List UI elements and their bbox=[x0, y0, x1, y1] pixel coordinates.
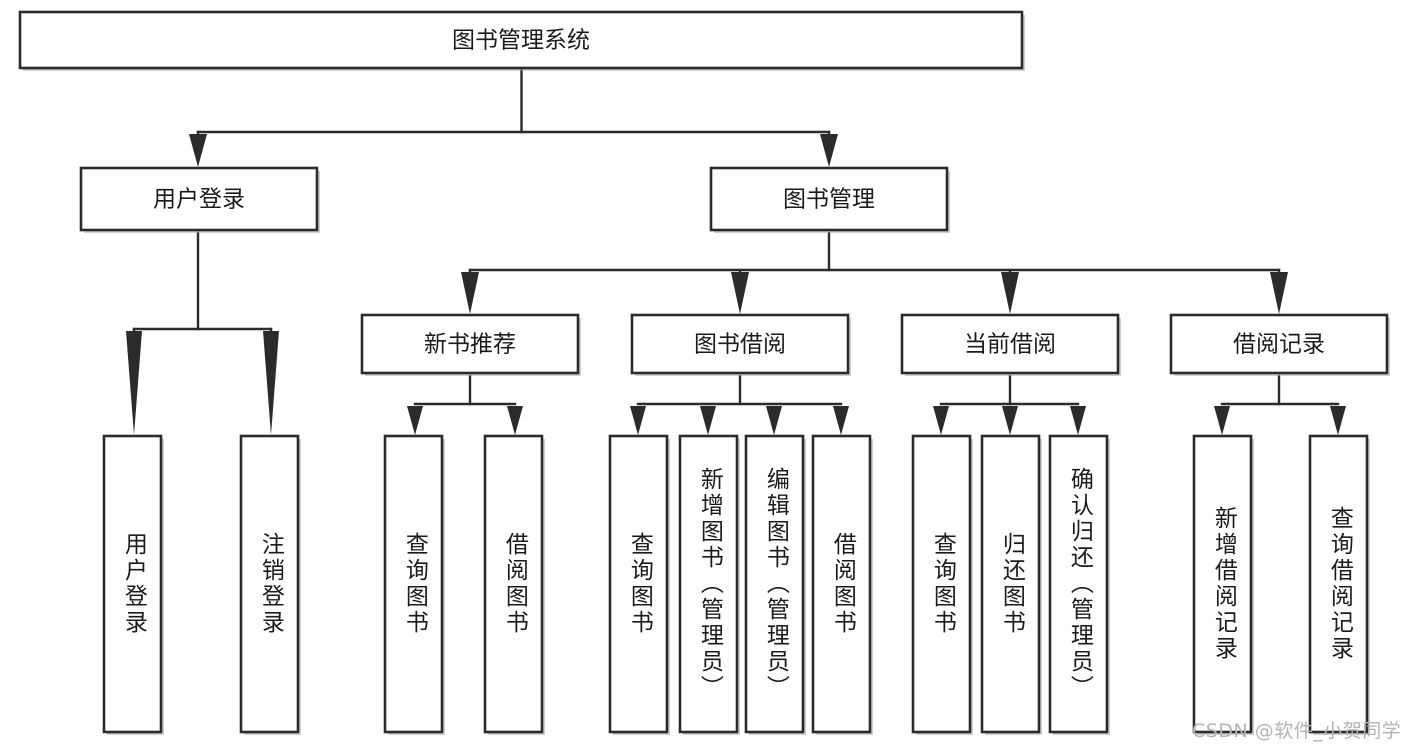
node-book-manage-box bbox=[709, 166, 949, 232]
arrow-to-user-login bbox=[189, 134, 207, 167]
node-current-borrow[interactable]: 当前借阅 bbox=[900, 313, 1121, 376]
node-borrow-record-box bbox=[1169, 313, 1389, 375]
arrow-to-leaf-bookborrow-3 bbox=[833, 406, 849, 435]
node-book-manage[interactable]: 图书管理 bbox=[709, 166, 950, 233]
node-book-borrow-label: 图书借阅 bbox=[694, 332, 786, 358]
node-new-book-recommend-label: 新书推荐 bbox=[424, 332, 516, 358]
leaf-currentborrow-2[interactable] bbox=[1048, 434, 1110, 735]
leaf-borrowrecord-0[interactable] bbox=[1192, 434, 1254, 735]
arrow-to-book-borrow bbox=[731, 272, 749, 314]
leaf-bookborrow-0-box bbox=[608, 434, 669, 734]
arrow-to-leaf-currentborrow-0 bbox=[933, 406, 949, 435]
node-book-manage-label: 图书管理 bbox=[783, 187, 875, 213]
arrow-to-leaf-bookborrow-2 bbox=[766, 406, 782, 435]
connector-group bbox=[126, 68, 1346, 435]
leaf-borrowrecord-0-box bbox=[1192, 434, 1253, 734]
leaf-currentborrow-2-box bbox=[1048, 434, 1109, 734]
arrow-to-leaf-bookborrow-0 bbox=[630, 406, 646, 435]
leaf-currentborrow-1-box bbox=[980, 434, 1041, 734]
arrow-to-new-book-recommend bbox=[461, 272, 479, 314]
leaf-currentborrow-0-box bbox=[911, 434, 972, 734]
leaf-bookborrow-2-box bbox=[744, 434, 805, 734]
leaf-newbook-1[interactable] bbox=[483, 434, 545, 735]
arrow-to-leaf-currentborrow-2 bbox=[1070, 406, 1086, 435]
node-root[interactable]: 图书管理系统 bbox=[18, 10, 1025, 71]
node-user-login-box bbox=[79, 166, 319, 232]
arrow-to-leaf-bookborrow-1 bbox=[700, 406, 716, 435]
arrow-to-book-manage bbox=[820, 134, 838, 167]
leaf-user-login-1-box bbox=[239, 434, 300, 734]
leaf-currentborrow-0[interactable] bbox=[911, 434, 973, 735]
node-book-borrow[interactable]: 图书借阅 bbox=[630, 313, 851, 376]
node-root-box bbox=[18, 10, 1024, 70]
leaf-borrowrecord-1-box bbox=[1308, 434, 1369, 734]
arrow-to-leaf-user-login-0 bbox=[126, 331, 142, 435]
arrow-to-leaf-borrowrecord-1 bbox=[1330, 406, 1346, 435]
leaf-bookborrow-0[interactable] bbox=[608, 434, 670, 735]
csdn-watermark: CSDN @软件_小贺同学 bbox=[1192, 720, 1402, 742]
arrow-to-leaf-borrowrecord-0 bbox=[1214, 406, 1230, 435]
leaf-bookborrow-1[interactable] bbox=[678, 434, 740, 735]
node-user-login-label: 用户登录 bbox=[153, 187, 245, 213]
arrow-to-leaf-currentborrow-1 bbox=[1002, 406, 1018, 435]
leaf-user-login-1[interactable] bbox=[239, 434, 301, 735]
node-current-borrow-box bbox=[900, 313, 1120, 375]
leaf-bookborrow-3-box bbox=[811, 434, 872, 734]
node-new-book-recommend-box bbox=[360, 313, 580, 375]
node-current-borrow-label: 当前借阅 bbox=[964, 332, 1056, 358]
node-borrow-record-label: 借阅记录 bbox=[1233, 332, 1325, 358]
leaf-borrowrecord-1[interactable] bbox=[1308, 434, 1370, 735]
leaf-newbook-1-box bbox=[483, 434, 544, 734]
leaf-bookborrow-3[interactable] bbox=[811, 434, 873, 735]
arrow-to-leaf-user-login-1 bbox=[263, 331, 279, 435]
node-new-book-recommend[interactable]: 新书推荐 bbox=[360, 313, 581, 376]
arrow-to-leaf-newbook-0 bbox=[407, 406, 423, 435]
node-book-borrow-box bbox=[630, 313, 850, 375]
node-root-label: 图书管理系统 bbox=[452, 28, 590, 54]
leaf-user-login-0-box bbox=[102, 434, 163, 734]
leaf-currentborrow-1[interactable] bbox=[980, 434, 1042, 735]
arrow-to-leaf-newbook-1 bbox=[507, 406, 523, 435]
node-borrow-record[interactable]: 借阅记录 bbox=[1169, 313, 1390, 376]
arrow-to-current-borrow bbox=[1001, 272, 1019, 314]
leaf-newbook-0[interactable] bbox=[383, 434, 445, 735]
leaf-bookborrow-2[interactable] bbox=[744, 434, 806, 735]
leaf-newbook-0-box bbox=[383, 434, 444, 734]
leaf-user-login-0[interactable] bbox=[102, 434, 164, 735]
leaf-bookborrow-1-box bbox=[678, 434, 739, 734]
node-user-login[interactable]: 用户登录 bbox=[79, 166, 320, 233]
arrow-to-borrow-record bbox=[1270, 272, 1288, 314]
